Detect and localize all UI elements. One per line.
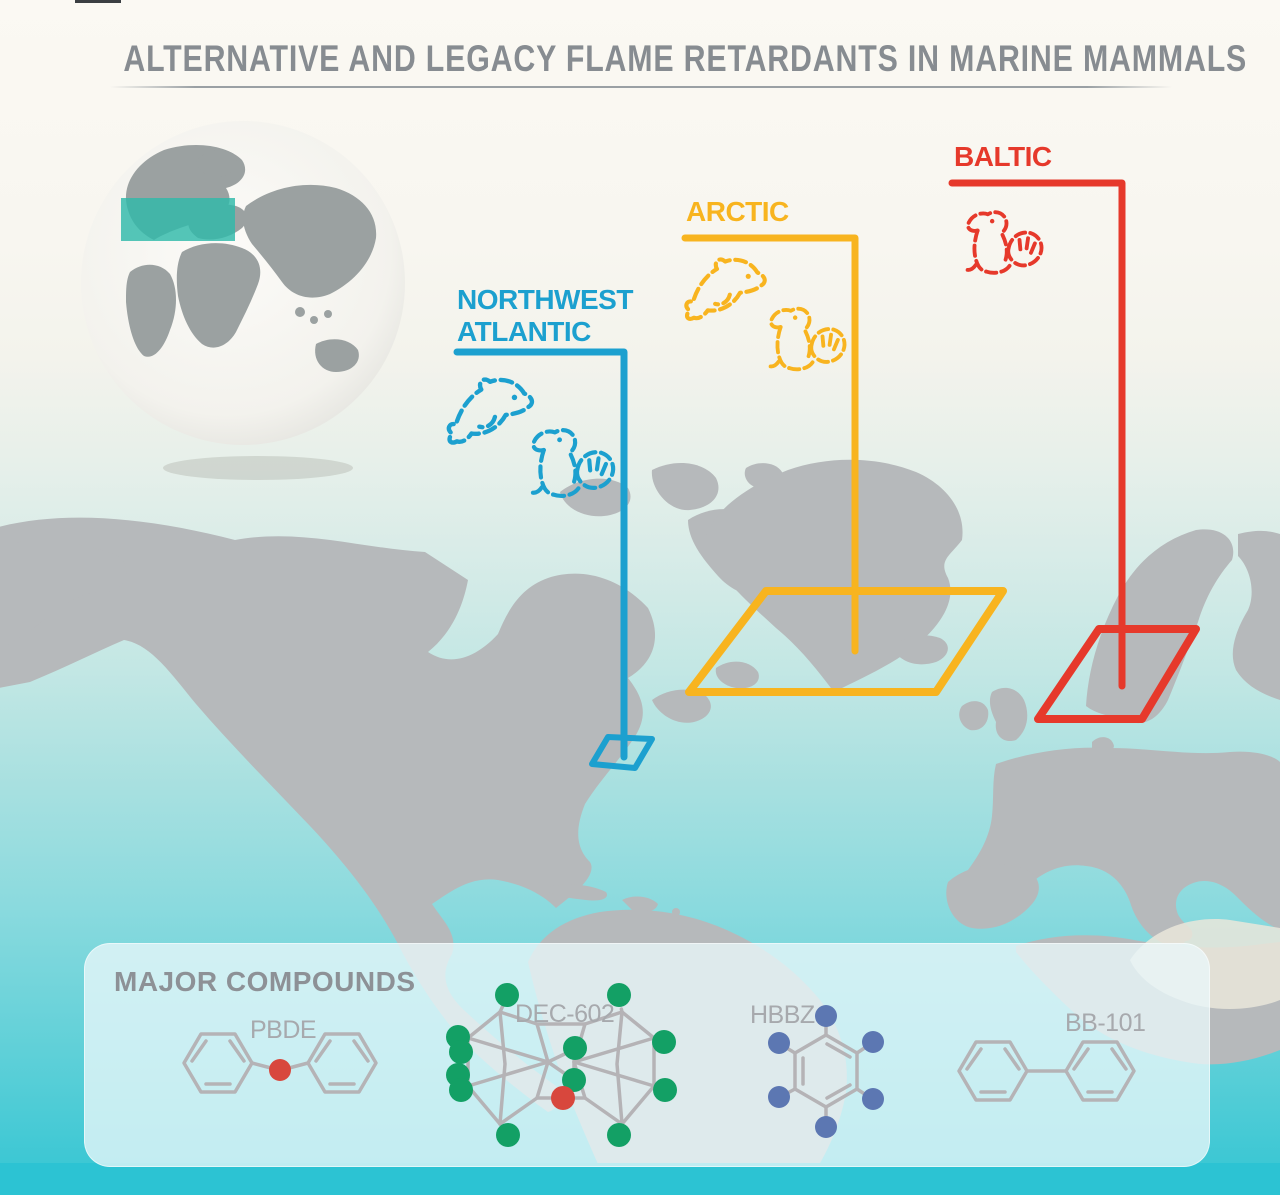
page-title-text: ALTERNATIVE AND LEGACY FLAME RETARDANTS …: [123, 38, 1248, 79]
compound-label-pbde: PBDE: [250, 1016, 317, 1044]
seal-icon: [516, 422, 618, 509]
region-label-line2: ATLANTIC: [457, 316, 591, 347]
region-label-northwest-atlantic: NORTHWEST ATLANTIC: [457, 284, 633, 348]
continent-greenland: [706, 459, 963, 692]
title-divider: [110, 86, 1172, 88]
region-label-baltic: BALTIC: [954, 141, 1052, 172]
panel-heading: MAJOR COMPOUNDS: [114, 966, 416, 997]
globe-shadow: [163, 456, 353, 480]
seal-icon: [952, 204, 1046, 286]
bottom-water-band: [0, 1163, 1280, 1195]
compound-label-bb-101: BB-101: [1065, 1009, 1146, 1037]
seal-icon: [755, 301, 849, 382]
region-label-arctic: ARCTIC: [686, 196, 789, 227]
region-label-line1: NORTHWEST: [457, 284, 633, 315]
page-title: ALTERNATIVE AND LEGACY FLAME RETARDANTS …: [0, 38, 1280, 80]
compound-label-hbbz: HBBZ: [750, 1001, 815, 1029]
continent-europe: [946, 529, 1280, 947]
compound-label-dec-602: DEC-602: [515, 1000, 615, 1028]
top-edge-mark: [75, 0, 121, 3]
